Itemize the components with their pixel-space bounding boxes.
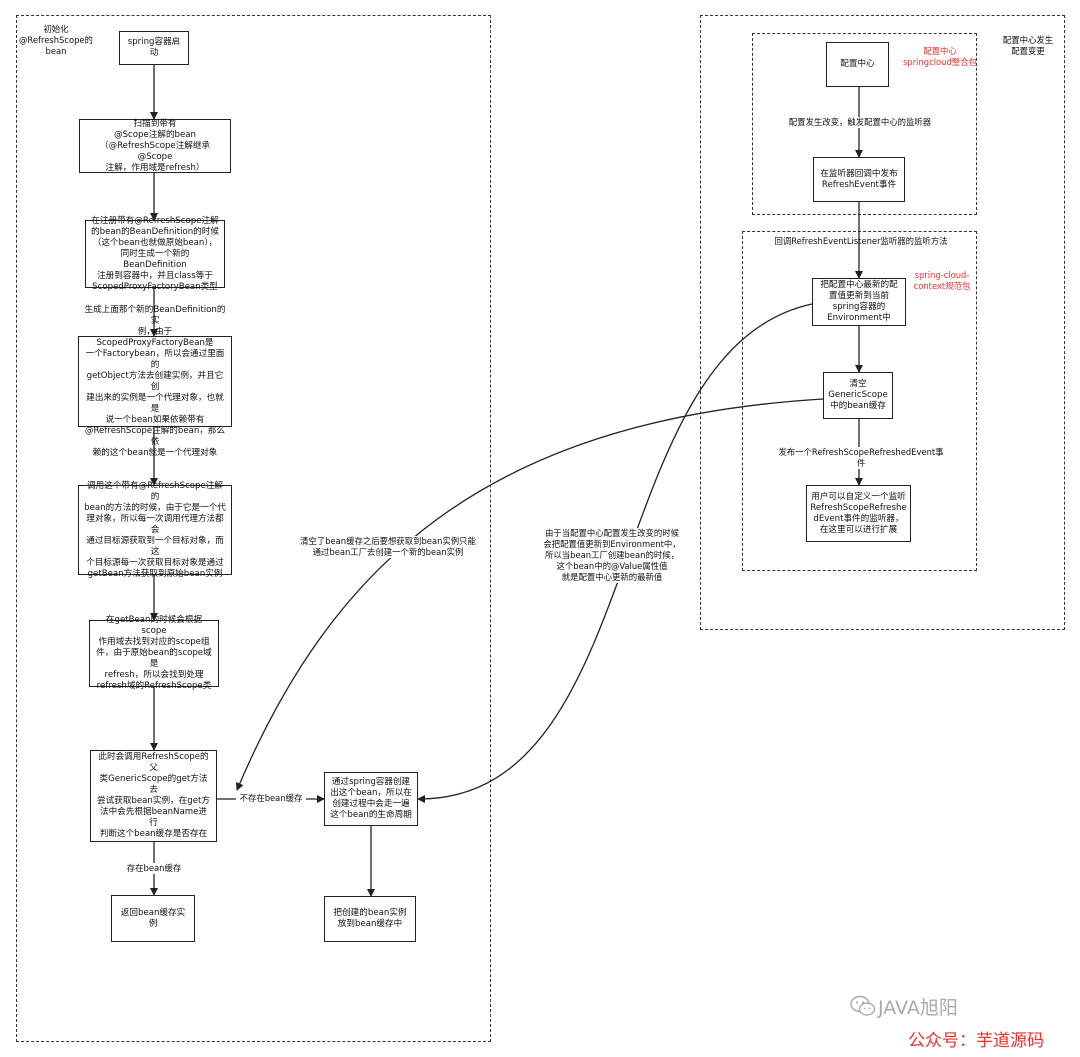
init-frame-title: 初始化 @RefreshScope的 bean bbox=[19, 24, 93, 56]
publish-refreshed-label: 发布一个RefreshScopeRefreshedEvent事件 bbox=[776, 447, 946, 469]
after-clear-label: 清空了bean缓存之后要想获取到bean实例只能 通过bean工厂去创建一个新的… bbox=[298, 536, 478, 558]
config-center-package-label: 配置中心 springcloud整合包 bbox=[903, 46, 977, 67]
listener-frame-title: 回调RefreshEventListener监听器的监听方法 bbox=[774, 236, 948, 246]
config-change-frame-title: 配置中心发生 配置变更 bbox=[1002, 35, 1054, 56]
spring-cloud-context-label: spring-cloud- context规范包 bbox=[913, 270, 971, 291]
init-frame bbox=[16, 15, 491, 1042]
clear-cache-box: 清空 GenericScope 中的bean缓存 bbox=[823, 372, 893, 419]
return-cache-box: 返回bean缓存实例 bbox=[111, 895, 195, 942]
config-change-frame bbox=[700, 15, 1065, 630]
create-bean-box: 通过spring容器创建 出这个bean，所以在 创建过程中会走一遍 这个bea… bbox=[324, 772, 418, 826]
no-cache-label: 不存在bean缓存 bbox=[236, 793, 306, 804]
publish-event-box: 在监听器回调中发布 RefreshEvent事件 bbox=[813, 157, 905, 202]
watermark-account: 公众号：芋道源码 bbox=[908, 1031, 1044, 1051]
get-bean-box: 在getBean的时候会根据scope 作用域去找到对应的scope组 件，由于… bbox=[89, 615, 219, 691]
value-update-label: 由于当配置中心配置发生改变的时候 会把配置值更新到Environment中， 所… bbox=[532, 528, 692, 583]
watermark-brand: JAVA旭阳 bbox=[878, 997, 958, 1019]
config-changed-label: 配置发生改变，触发配置中心的监听器 bbox=[785, 117, 935, 128]
has-cache-label: 存在bean缓存 bbox=[124, 863, 184, 874]
edge-clear-to-generic-curve bbox=[236, 398, 824, 791]
scan-box: 扫描到带有 @Scope注解的bean （@RefreshScope注解继承@S… bbox=[79, 119, 231, 173]
config-center-box: 配置中心 bbox=[826, 42, 889, 87]
config-center-frame bbox=[752, 33, 977, 215]
generate-instance-box: 生成上面那个新的BeanDefinition的实 例，由于ScopedProxy… bbox=[78, 305, 232, 458]
user-extend-box: 用户可以自定义一个监听 RefreshScopeRefreshe dEvent事… bbox=[806, 485, 911, 542]
generic-scope-get-box: 此时会调用RefreshScope的父 类GenericScope的get方法去… bbox=[90, 750, 217, 842]
update-env-box: 把配置中心最新的配 置值更新到当前 spring容器的 Environment中 bbox=[812, 278, 906, 326]
register-box: 在注册带有@RefreshScope注解 的bean的BeanDefinitio… bbox=[85, 216, 225, 292]
call-method-box: 调用这个带有@RefreshScope注解的 bean的方法的时候，由于它是一个… bbox=[78, 481, 232, 579]
put-cache-box: 把创建的bean实例 放到bean缓存中 bbox=[324, 896, 416, 942]
spring-start-box: spring容器启动 bbox=[119, 31, 189, 65]
wechat-icon bbox=[850, 995, 876, 1016]
